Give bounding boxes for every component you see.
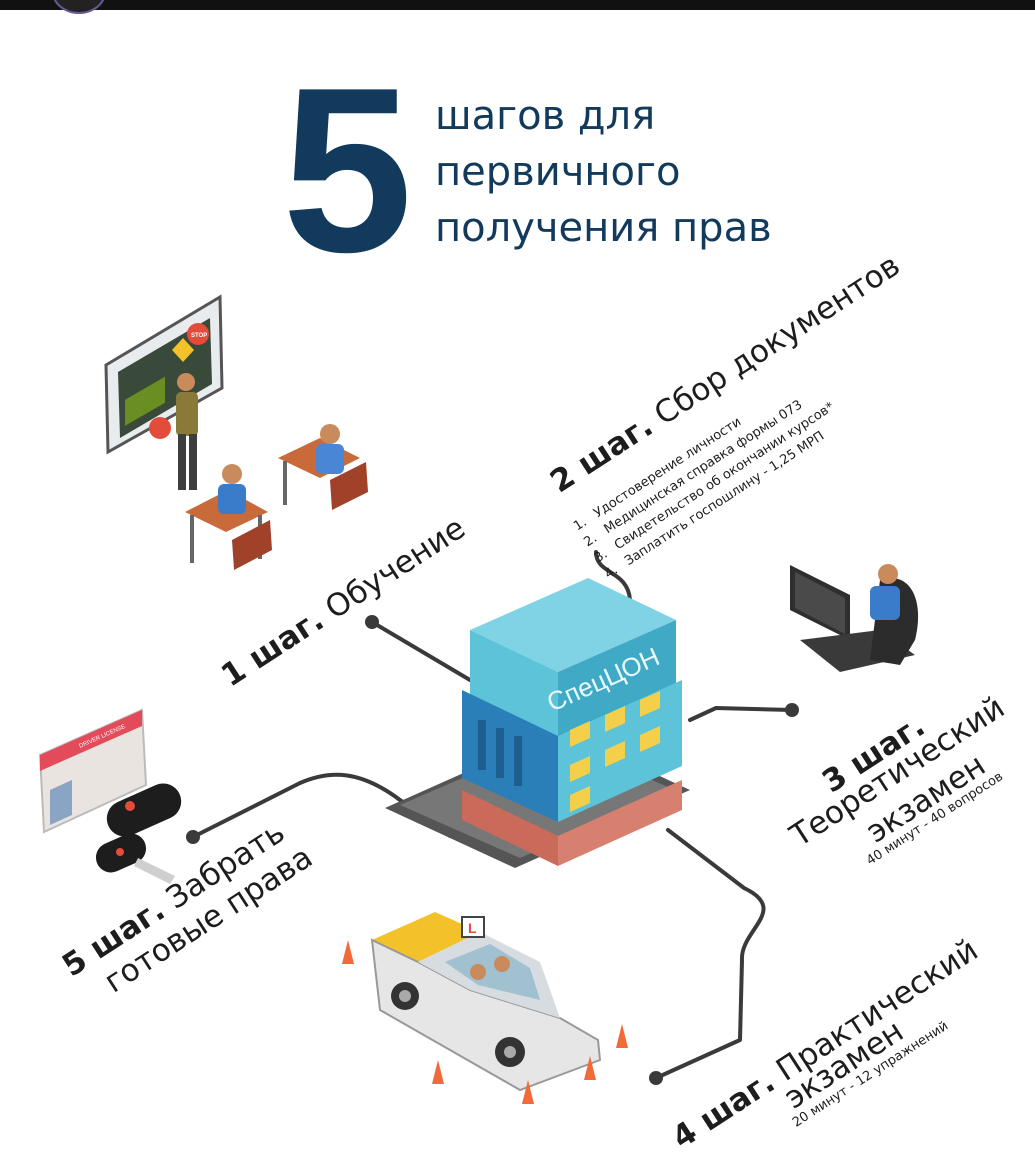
car-student-sign: L <box>468 920 477 936</box>
building-illustration: СпецЦОН <box>385 578 690 868</box>
dot-step-4 <box>649 1071 663 1085</box>
wire-step-4 <box>654 828 766 1080</box>
license-keys-illustration: DRIVER LICENSE <box>38 708 182 884</box>
classroom-illustration: STOP <box>104 294 368 570</box>
wire-step-2 <box>594 550 632 602</box>
exam-computer-illustration <box>790 564 919 672</box>
top-status-bar <box>0 0 1035 14</box>
big-number-five: 5 <box>282 38 413 301</box>
wire-step-1 <box>370 620 472 682</box>
title-line-1: шагов для <box>435 93 656 139</box>
connector-wires <box>191 550 794 1080</box>
building-windows <box>570 691 660 812</box>
dot-step-5 <box>186 830 200 844</box>
dot-step-3 <box>785 703 799 717</box>
wire-step-3 <box>688 706 794 722</box>
title-line-2: первичного <box>435 149 681 195</box>
car-illustration: L <box>342 912 628 1104</box>
traffic-cones <box>342 940 628 1104</box>
wire-step-5 <box>191 772 452 839</box>
wire-end-dots <box>186 615 799 1085</box>
board-stop-sign: STOP <box>191 333 207 339</box>
building-roof <box>470 578 676 672</box>
dot-step-1 <box>365 615 379 629</box>
title-line-3: получения прав <box>435 205 772 251</box>
page-title: шагов для первичного получения прав <box>435 88 772 256</box>
